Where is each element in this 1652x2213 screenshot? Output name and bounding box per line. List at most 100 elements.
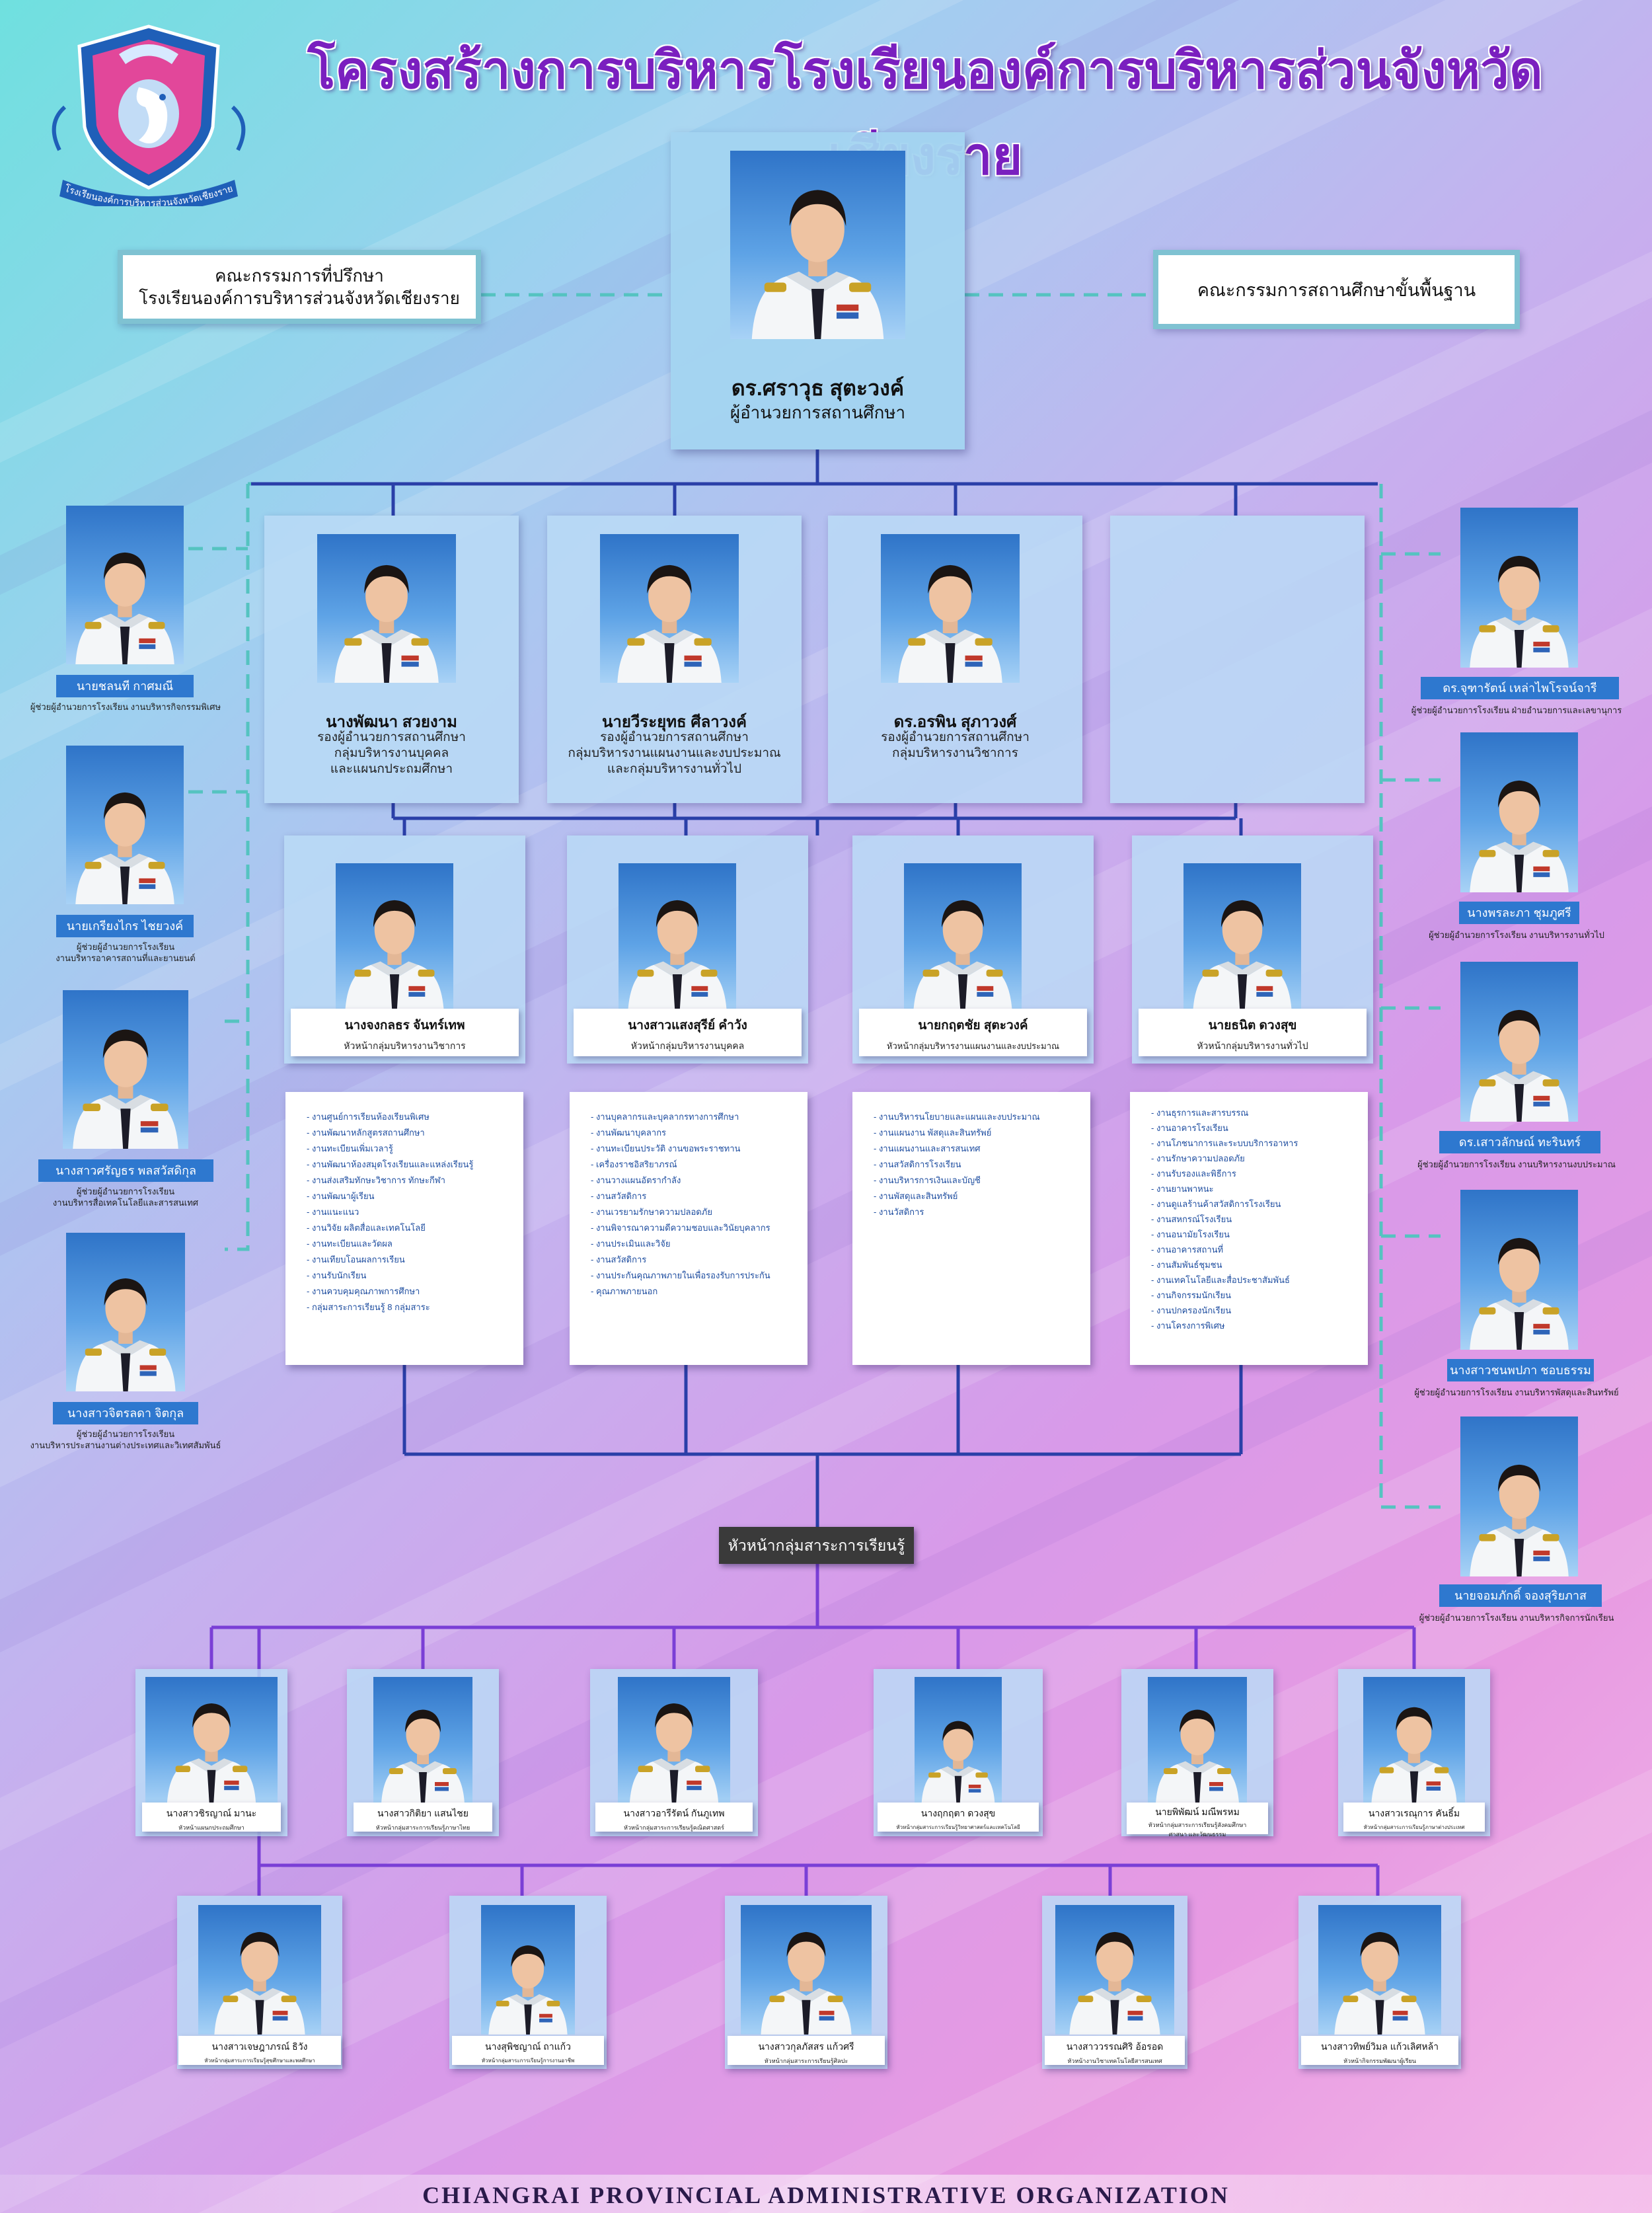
learning-head-card: นายพิพัฒน์ มณีพรหม หัวหน้ากลุ่มสาระการเร… xyxy=(1121,1669,1273,1838)
deputy-name: นายวีระยุทธ ศีลาวงค์ xyxy=(601,713,747,731)
deputy-card-empty xyxy=(1110,516,1365,803)
assistant-photo xyxy=(63,990,188,1149)
assistant-role: ผู้ช่วยผู้อำนวยการโรงเรียน งานบริหารกิจก… xyxy=(1419,1613,1614,1623)
duty-item: - งานอนามัยโรงเรียน xyxy=(1151,1229,1230,1239)
duty-item: - งานทะเบียนประวัติ งานขอพระราชทาน xyxy=(591,1144,741,1153)
deputy-card: ดร.อรพิน สุภาวงศ์ รองผู้อำนวยการสถานศึกษ… xyxy=(828,516,1082,803)
learning-head-role: หัวหน้าแผนกประถมศึกษา xyxy=(178,1824,244,1831)
school-logo: โรงเรียนองค์การบริหารส่วนจังหวัดเชียงราย xyxy=(52,24,246,206)
advisory-committee-line1: คณะกรรมการที่ปรึกษา xyxy=(215,266,384,286)
assistant-card: นางสาวชนพปภา ชอบธรรม ผู้ช่วยผู้อำนวยการโ… xyxy=(1408,1190,1626,1401)
portrait-silhouette xyxy=(75,552,174,664)
portrait-silhouette xyxy=(1470,1464,1569,1576)
deputy-card: นางพัฒนา สวยงาม รองผู้อำนวยการสถานศึกษา … xyxy=(264,516,519,803)
duty-item: - งานสวัสดิการโรงเรียน xyxy=(874,1159,961,1169)
portrait-silhouette xyxy=(1156,1709,1239,1804)
footer-band xyxy=(0,2175,1652,2213)
learning-head-name: นางสาวอารีรัตน์ กันภูเทพ xyxy=(623,1808,725,1818)
director-card: ดร.ศราวุธ สุตะวงค์ ผู้อำนวยการสถานศึกษา xyxy=(671,132,965,449)
duty-item: - งานแผนงานและสารสนเทศ xyxy=(874,1144,981,1153)
assistant-name-tag: นางสาวชนพปภา ชอบธรรม xyxy=(1447,1359,1594,1381)
portrait-silhouette xyxy=(345,900,444,1012)
group-head-card: นายธนิต ดวงสุข หัวหน้ากลุ่มบริหารงานทั่ว… xyxy=(1132,835,1373,1064)
director-photo xyxy=(730,151,905,339)
portrait-silhouette xyxy=(1470,1009,1569,1122)
duty-item: - งานพัสดุและสินทรัพย์ xyxy=(874,1191,958,1201)
duty-item: - งานแนะแนว xyxy=(307,1207,359,1217)
deputy-role: และกลุ่มบริหารงานทั่วไป xyxy=(607,762,742,776)
portrait-silhouette xyxy=(617,564,722,683)
deputy-role: รองผู้อำนวยการสถานศึกษา xyxy=(881,730,1030,744)
group-head-photo xyxy=(336,863,453,1012)
assistant-card: ดร.จุฑารัตน์ เหล่าไพโรจน์จารี ผู้ช่วยผู้… xyxy=(1408,508,1626,719)
portrait-silhouette xyxy=(1470,555,1569,668)
learning-head-photo xyxy=(145,1677,278,1804)
assistant-photo xyxy=(1460,508,1578,668)
assistant-photo xyxy=(1460,962,1578,1122)
portrait-silhouette xyxy=(629,1703,719,1804)
learning-head-name: นางสาวชิรญาณ์ มานะ xyxy=(166,1808,257,1818)
portrait-silhouette xyxy=(214,1931,305,2035)
group-head-photo xyxy=(619,863,736,1012)
portrait-silhouette xyxy=(628,900,727,1012)
footer-text: CHIANGRAI PROVINCIAL ADMINISTRATIVE ORGA… xyxy=(422,2182,1230,2208)
portrait-silhouette xyxy=(381,1709,465,1804)
portrait-silhouette xyxy=(1069,1931,1160,2035)
assistant-card: นางสาวจิตรลดา จิตกุล ผู้ช่วยผู้อำนวยการโ… xyxy=(26,1233,225,1457)
assistant-photo xyxy=(66,506,184,664)
assistant-role: ผู้ช่วยผู้อำนวยการโรงเรียน งานบริหารพัสด… xyxy=(1414,1387,1619,1397)
portrait-silhouette xyxy=(1193,900,1292,1012)
learning-head-card: นางสาวชิรญาณ์ มานะ หัวหน้าแผนกประถมศึกษา xyxy=(135,1669,287,1836)
portrait-silhouette xyxy=(334,564,439,683)
learning-head-photo xyxy=(618,1677,730,1804)
assistant-role: ผู้ช่วยผู้อำนวยการโรงเรียน xyxy=(76,1429,175,1439)
learning-head-photo xyxy=(1318,1905,1441,2035)
duty-item: - งานศูนย์การเรียนห้องเรียนพิเศษ xyxy=(307,1112,430,1122)
deputy-name: นางพัฒนา สวยงาม xyxy=(326,713,457,731)
learning-head-photo xyxy=(915,1677,1002,1804)
deputy-card: นายวีระยุทธ ศีลาวงค์ รองผู้อำนวยการสถานศ… xyxy=(547,516,802,803)
duty-item: - งานทะเบียนและวัดผล xyxy=(307,1239,393,1249)
learning-head-card: นางสาววรรณศิริ อ้อรอด หัวหน้างานวิชาเทคโ… xyxy=(1042,1896,1187,2069)
duty-item: - งานประเมินและวิจัย xyxy=(591,1239,671,1249)
learning-head-role: หัวหน้ากลุ่มสาระการเรียนรู้คณิตศาสตร์ xyxy=(624,1824,724,1831)
director-name: ดร.ศราวุธ สุตะวงค์ xyxy=(731,376,905,400)
deputy-photo xyxy=(600,534,739,683)
assistant-name-tag: นายจอมภักดิ์ จองสุริยภาส xyxy=(1439,1584,1602,1607)
portrait-silhouette xyxy=(913,900,1012,1012)
learning-head-photo xyxy=(373,1677,472,1804)
learning-head-card: นางสาวเจษฎาภรณ์ ธิวัง หัวหน้ากลุ่มสาระกา… xyxy=(177,1896,342,2069)
portrait-silhouette xyxy=(898,564,1002,683)
duty-list: - งานธุรการและสารบรรณ - งานอาคารโรงเรียน… xyxy=(1130,1092,1368,1365)
duty-item: - งานเทคโนโลยีและสื่อประชาสัมพันธ์ xyxy=(1151,1275,1290,1285)
group-head-name: นายกฤตชัย สุตะวงค์ xyxy=(918,1019,1028,1032)
portrait-silhouette xyxy=(75,792,174,904)
duty-item: - เครื่องราชอิสริยาภรณ์ xyxy=(591,1159,677,1169)
duty-item: - งานสหกรณ์โรงเรียน xyxy=(1151,1214,1232,1224)
duty-item: - งานปกครองนักเรียน xyxy=(1151,1305,1232,1315)
portrait-silhouette xyxy=(921,1721,995,1804)
duty-item: - งานดูแลร้านค้าสวัสดิการโรงเรียน xyxy=(1151,1199,1281,1209)
portrait-silhouette xyxy=(488,1945,568,2035)
director-role: ผู้อำนวยการสถานศึกษา xyxy=(730,403,906,422)
duty-item: - งานพัฒนาบุคลากร xyxy=(591,1128,667,1138)
learning-head-card: นางสาวทิพย์วิมล แก้วเลิศหล้า หัวหน้ากิจก… xyxy=(1298,1896,1461,2069)
group-head-role: หัวหน้ากลุ่มบริหารงานวิชาการ xyxy=(344,1040,466,1051)
learning-head-name: นางสาวเรณุการ คันธิ์ม xyxy=(1368,1808,1460,1818)
learning-head-name: นางสุพิชญาณ์ ถาแก้ว xyxy=(485,2041,571,2052)
duty-item: - งานประกันคุณภาพภายในเพื่อรองรับการประก… xyxy=(591,1270,770,1280)
learning-head-name: นางสาวเจษฎาภรณ์ ธิวัง xyxy=(211,2041,308,2052)
learning-head-role: หัวหน้ากิจกรรมพัฒนาผู้เรียน xyxy=(1343,2058,1416,2064)
duty-item: - งานบริหารการเงินและบัญชี xyxy=(874,1175,981,1185)
learning-head-name: นายพิพัฒน์ มณีพรหม xyxy=(1155,1806,1240,1817)
assistant-name-tag: ดร.เสาวลักษณ์ ทะรินทร์ xyxy=(1439,1131,1600,1153)
learning-head-role: หัวหน้ากลุ่มสาระการเรียนรู้ภาษาต่างประเท… xyxy=(1363,1824,1465,1830)
deputy-photo xyxy=(881,534,1020,683)
duty-item: - งานสัมพันธ์ชุมชน xyxy=(1151,1260,1222,1270)
group-head-photo xyxy=(1183,863,1301,1012)
learning-head-name: นางสาวกุลภัสสร แก้วศรี xyxy=(758,2041,854,2052)
deputy-role: รองผู้อำนวยการสถานศึกษา xyxy=(600,730,749,744)
duty-list: - งานศูนย์การเรียนห้องเรียนพิเศษ - งานพั… xyxy=(285,1092,523,1365)
duty-list: - งานบริหารนโยบายและแผนและงบประมาณ - งาน… xyxy=(852,1092,1090,1365)
